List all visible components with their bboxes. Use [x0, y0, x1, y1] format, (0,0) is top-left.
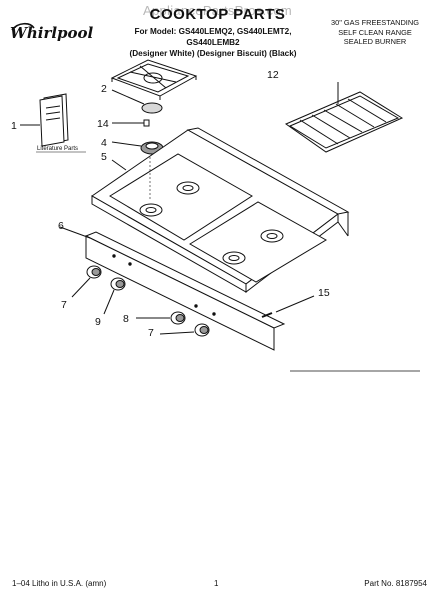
callout-number: 7: [61, 299, 67, 311]
burner-cap: [111, 89, 163, 114]
callout-number: 15: [318, 287, 330, 299]
callout-number: 4: [101, 137, 107, 149]
product-line: SEALED BURNER: [343, 37, 407, 46]
callout-number: 2: [101, 83, 107, 95]
control-panel: [59, 226, 286, 351]
callout-number: 5: [101, 151, 107, 163]
burner-grate: [110, 59, 198, 100]
model-line: For Model: GS440LEMQ2, GS440LEMT2, GS440…: [134, 27, 292, 47]
screw-icon: [261, 295, 315, 318]
product-line: SELF CLEAN RANGE: [338, 27, 412, 37]
model-info: For Model: GS440LEMQ2, GS440LEMT2, GS440…: [108, 26, 318, 59]
callout-number: 14: [97, 118, 109, 130]
product-description: 30" GAS FREESTANDING SELF CLEAN RANGE SE…: [325, 18, 425, 47]
cooktop-panel: [91, 127, 350, 294]
callout-number: 9: [95, 316, 101, 328]
footer-litho: 1–04 Litho in U.S.A. (amn): [12, 579, 107, 588]
watermark: AppliancePartsPros.com: [143, 3, 292, 18]
footer-part-number: Part No. 8187954: [364, 579, 427, 588]
product-line: 30" GAS FREESTANDING: [331, 18, 419, 27]
footer-page-number: 1: [214, 579, 219, 588]
literature-booklet: [20, 93, 86, 153]
callout-number: 1: [11, 120, 17, 132]
page-title: COOKTOP PARTS: [149, 6, 286, 23]
callout-number: 12: [267, 69, 279, 81]
knob-icon: [71, 265, 102, 298]
literature-label: Literature Parts: [37, 146, 78, 152]
side-grate: [284, 82, 404, 153]
knob-icon: [136, 311, 186, 325]
variant-line: (Designer White) (Designer Biscuit) (Bla…: [129, 49, 297, 58]
callout-number: 8: [123, 313, 129, 325]
knob-icon: [159, 323, 210, 337]
whirlpool-logo: Whirlpool: [10, 22, 94, 42]
knob-icon: [103, 277, 126, 315]
brand-text: Whirlpool: [10, 24, 94, 42]
callout-number: 6: [58, 220, 64, 232]
screw-icon: [112, 119, 150, 127]
callout-number: 7: [148, 327, 154, 339]
